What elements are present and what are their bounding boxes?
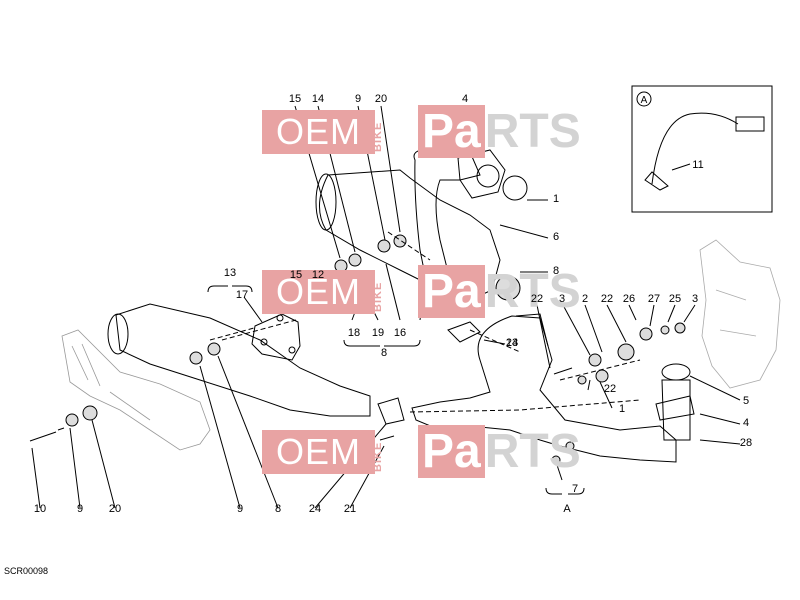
bracket-13 (251, 313, 301, 361)
detail-box-marker: A (641, 95, 648, 106)
callout-label: 4 (743, 417, 749, 429)
callout-label: 20 (109, 503, 121, 515)
callout-label: 16 (394, 327, 406, 339)
callout-label: 3 (692, 293, 698, 305)
callout-label: 22 (604, 383, 616, 395)
watermark-parts-highlight: Pa (418, 265, 485, 318)
callout-label: 10 (34, 503, 46, 515)
callout-label: 19 (372, 327, 384, 339)
watermark-parts-rest: RTS (484, 425, 581, 478)
flange-lower (655, 363, 695, 441)
callout-label: 24 (309, 503, 321, 515)
callout-label: 28 (740, 437, 752, 449)
callout-label: 25 (669, 293, 681, 305)
callout-label: 8 (553, 265, 559, 277)
watermark-parts: PaRTS (418, 265, 581, 318)
watermark-parts-highlight: Pa (418, 105, 485, 158)
y-pipe-collector (411, 313, 677, 463)
callout-label: 4 (462, 93, 468, 105)
clamps (377, 321, 481, 441)
detail-box-a (631, 85, 773, 213)
callout-label: 14 (312, 93, 324, 105)
callout-label: 17 (236, 289, 248, 301)
callout-label: 7 (572, 483, 578, 495)
callout-label: 18 (348, 327, 360, 339)
callout-label: 15 (290, 269, 302, 281)
callout-label: 14 (506, 337, 518, 349)
detail-marker-label: A (563, 503, 571, 515)
callout-label: 23 (506, 337, 518, 349)
watermark-parts-rest: RTS (484, 105, 581, 158)
callout-label: 9 (355, 93, 361, 105)
callout-label: 3 (559, 293, 565, 305)
callout-label: 6 (553, 231, 559, 243)
callout-label: 15 (289, 93, 301, 105)
callout-label: 20 (375, 93, 387, 105)
frame-left (61, 329, 211, 451)
callout-label: 27 (648, 293, 660, 305)
callout-label: 5 (743, 395, 749, 407)
silencer-lower (107, 303, 371, 417)
callout-label: 13 (224, 267, 236, 279)
watermark-parts-highlight: Pa (418, 425, 485, 478)
leader-lines-dashed (209, 231, 641, 413)
watermark-parts-rest: RTS (484, 265, 581, 318)
callout-label: 8 (381, 347, 387, 359)
diagram-code: SCR00098 (4, 566, 49, 576)
callout-label: 21 (344, 503, 356, 515)
watermark-oem: OEM (262, 430, 376, 474)
group-brackets (207, 285, 585, 495)
callout-label: 9 (237, 503, 243, 515)
callout-label: 8 (275, 503, 281, 515)
callout-label: 12 (312, 269, 324, 281)
silencer-upper (315, 169, 501, 301)
callout-label: 2 (582, 293, 588, 305)
callout-label: 22 (531, 293, 543, 305)
callout-label: 22 (601, 293, 613, 305)
watermark-parts: PaRTS (418, 105, 581, 158)
callout-label: 1 (619, 403, 625, 415)
watermark-parts: PaRTS (418, 425, 581, 478)
watermark-oem: OEM (262, 110, 376, 154)
callout-label: 26 (623, 293, 635, 305)
frame-right (699, 239, 781, 389)
callout-label: 9 (77, 503, 83, 515)
callout-label: 1 (553, 193, 559, 205)
callout-label: 11 (692, 159, 703, 171)
watermark-oem: OEM (262, 270, 376, 314)
